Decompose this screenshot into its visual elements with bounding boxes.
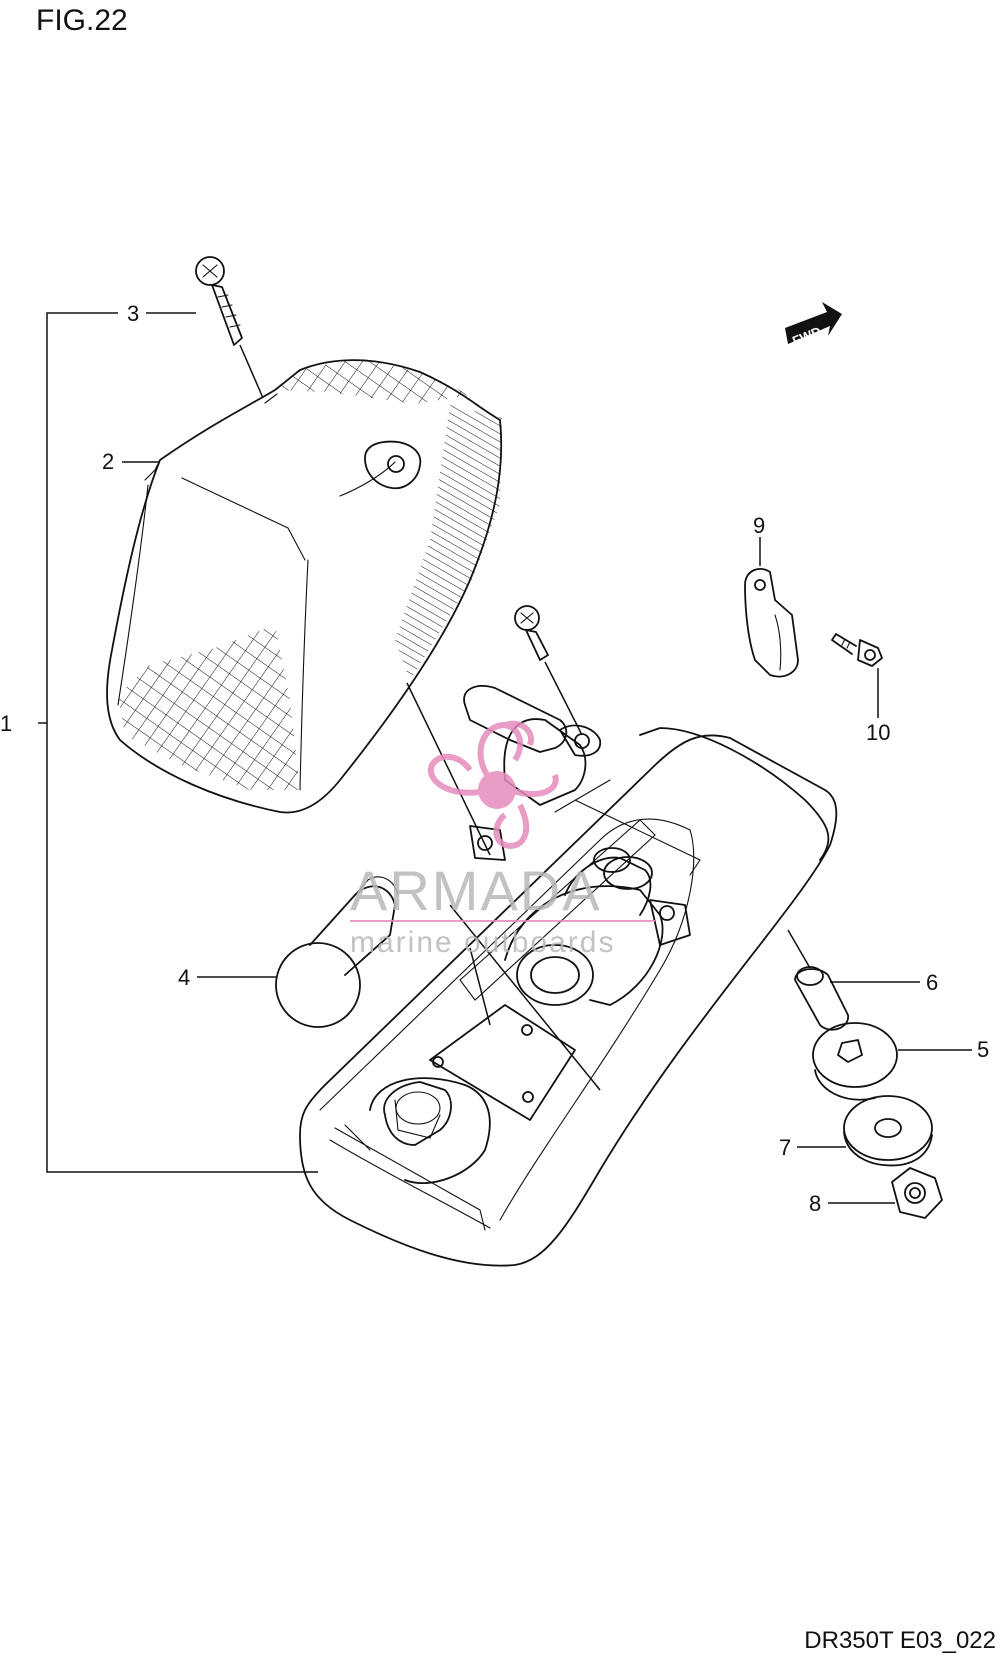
callout-3: 3	[127, 301, 139, 326]
callout-2: 2	[102, 449, 114, 474]
callout-9: 9	[753, 513, 765, 538]
figure-code: DR350T E03_022	[804, 1627, 996, 1654]
callout-5: 5	[977, 1037, 989, 1062]
collar-part	[794, 966, 849, 1031]
callout-8: 8	[809, 1191, 821, 1216]
bolt-part-10	[831, 633, 883, 718]
screw-housing-top	[514, 605, 583, 736]
watermark-tagline: marine outboards	[350, 926, 615, 959]
screw-part-3	[195, 256, 264, 399]
housing-base	[299, 682, 838, 1267]
callout-6: 6	[926, 970, 938, 995]
callout-4: 4	[178, 965, 190, 990]
callout-7: 7	[779, 1135, 791, 1160]
propeller-logo-icon	[427, 720, 559, 849]
terminal-clip-part	[744, 537, 799, 678]
watermark-brand: ARMADA	[350, 859, 602, 922]
bulb-part	[275, 876, 399, 1028]
callout-1: 1	[0, 711, 12, 736]
fwd-arrow-icon: FWD	[785, 302, 842, 349]
assembly-bracket	[46, 312, 318, 1173]
callout-10: 10	[866, 720, 890, 745]
lens-part	[106, 358, 503, 814]
nut-part	[891, 1167, 943, 1219]
figure-label: FIG.22	[36, 4, 128, 37]
watermark: ARMADA marine outboards	[350, 720, 655, 959]
propeller-hub-icon	[478, 771, 516, 809]
washer-part	[843, 1095, 933, 1167]
callout-group: 1 2 3 4 5 6 7 8 9 10	[0, 301, 989, 1216]
rubber-cap-part	[812, 1022, 898, 1101]
